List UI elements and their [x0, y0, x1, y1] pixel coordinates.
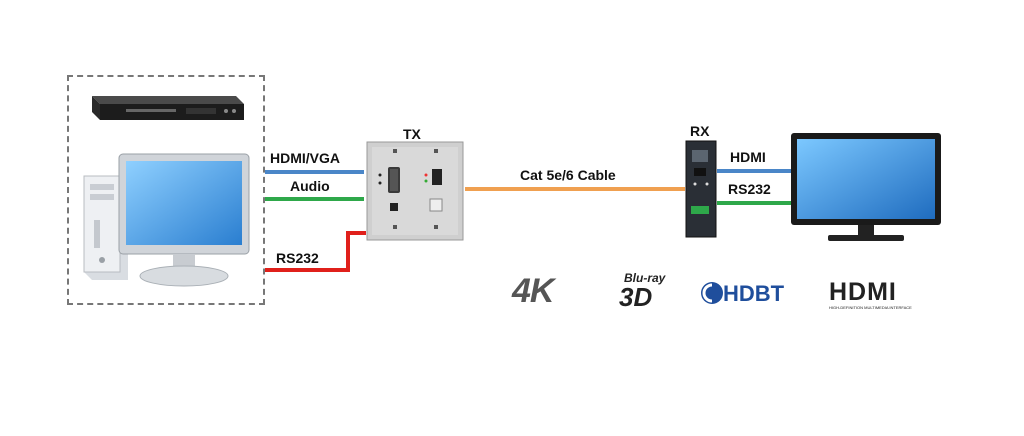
tx-wall-plate: [366, 141, 464, 241]
hdbt-logo-text: HDBT: [723, 281, 785, 306]
rx-receiver: [685, 140, 717, 238]
hdmi-logo-subtitle: HIGH-DEFINITION MULTIMEDIA INTERFACE: [829, 305, 912, 310]
display-monitor-icon: [791, 133, 941, 241]
audio-line: [265, 197, 364, 201]
cat-cable-line: [465, 187, 685, 191]
hdmi-vga-label: HDMI/VGA: [270, 150, 340, 166]
rx-hdmi-label: HDMI: [730, 149, 766, 165]
hdmi-vga-line: [265, 170, 364, 174]
rs232-line-v: [346, 231, 350, 272]
source-monitor-icon: [118, 153, 250, 287]
3d-logo-text: 3D: [619, 282, 653, 312]
pc-tower-icon: [83, 175, 128, 280]
rx-rs232-line: [717, 201, 791, 205]
hdbt-logo-mark: [701, 282, 723, 304]
rx-label: RX: [690, 123, 710, 139]
audio-label: Audio: [290, 178, 330, 194]
bluray-player-icon: [92, 96, 244, 120]
rx-hdmi-line: [717, 169, 791, 173]
rs232-line-h2: [346, 231, 366, 235]
rs232-source-label: RS232: [276, 250, 319, 266]
rx-rs232-label: RS232: [728, 181, 771, 197]
bluray-logo-text: Blu-ray: [624, 271, 666, 285]
hdmi-logo-text: HDMI: [829, 278, 897, 306]
source-devices-group: [67, 75, 265, 305]
cat-cable-label: Cat 5e/6 Cable: [520, 167, 616, 183]
rs232-line-h1: [265, 268, 349, 272]
tx-label: TX: [403, 126, 421, 142]
4k-logo: 4K: [512, 272, 554, 310]
